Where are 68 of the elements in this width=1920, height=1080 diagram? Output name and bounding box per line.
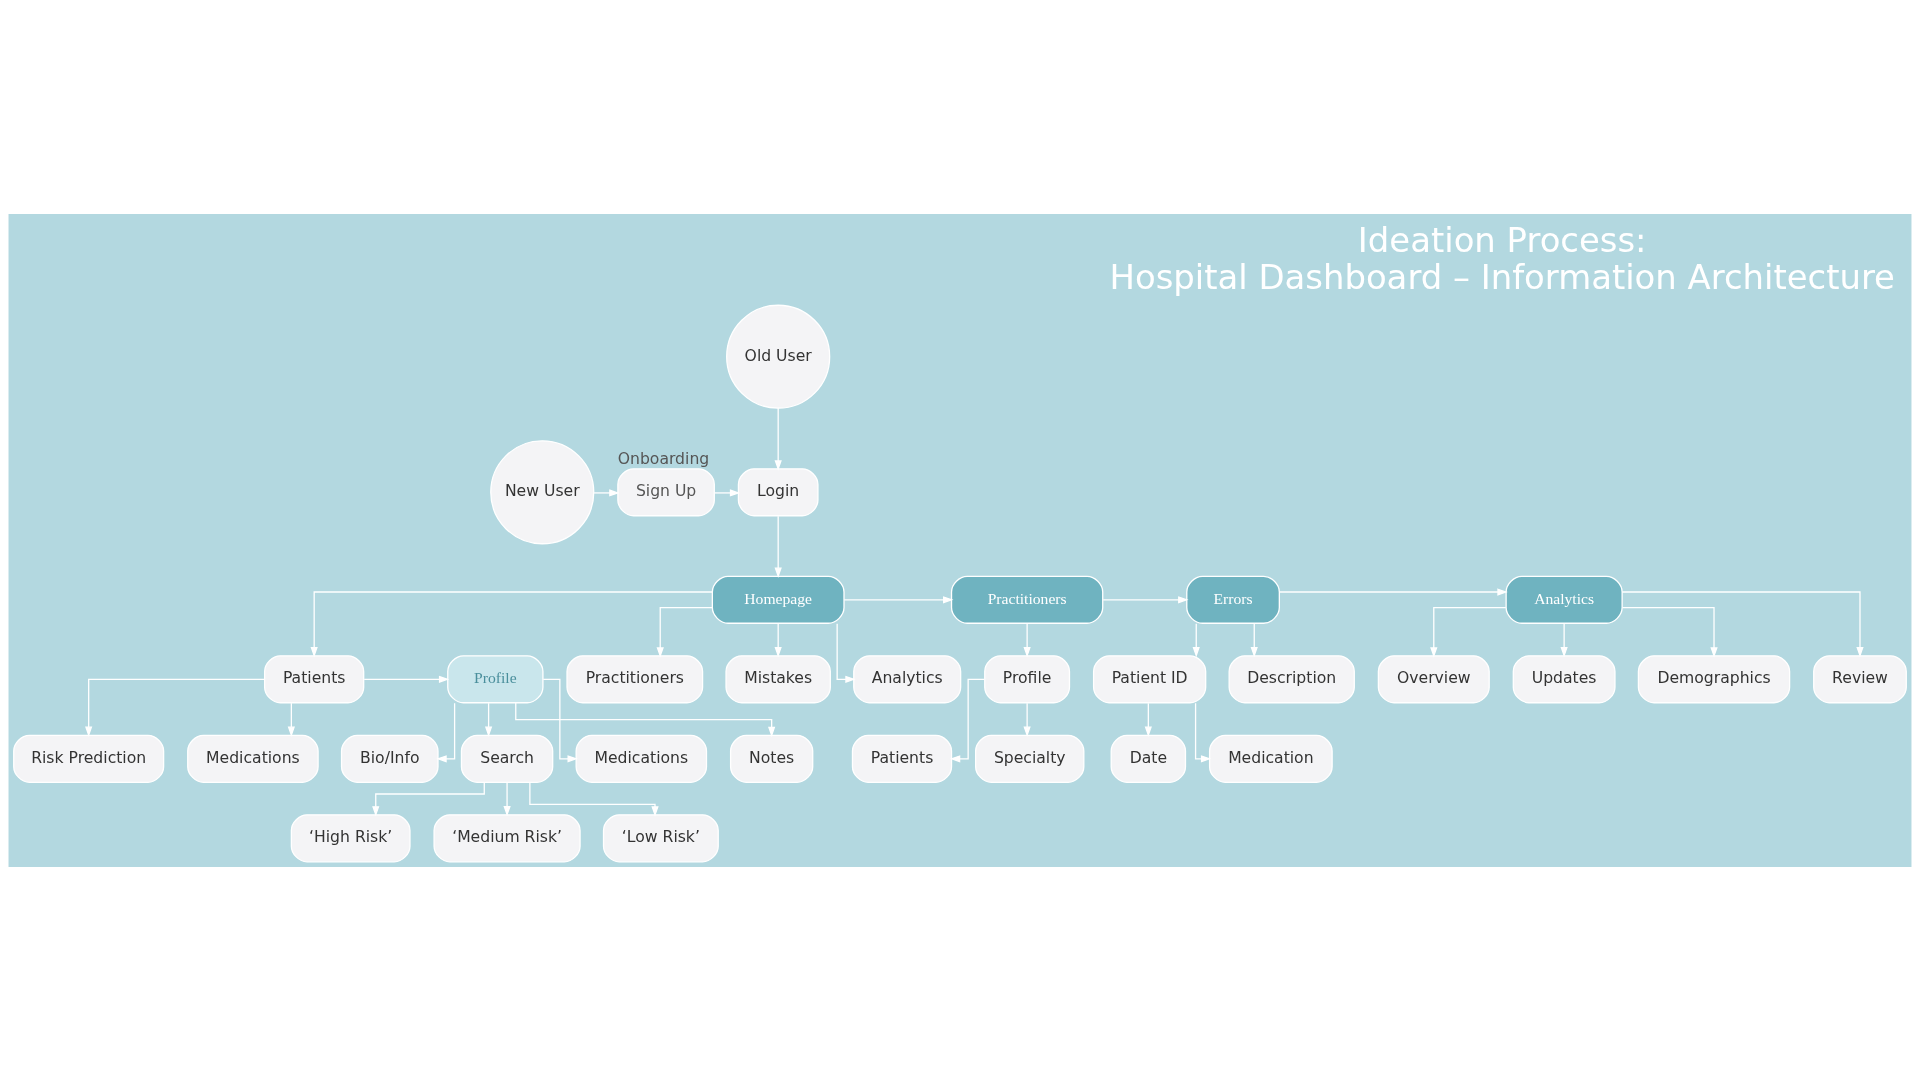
arrow — [1023, 702, 1031, 737]
arrow — [310, 590, 713, 657]
node-box: Patient ID — [1092, 654, 1207, 703]
arrow — [949, 678, 985, 762]
arrow — [436, 702, 456, 762]
node-box: ‘High Risk’ — [290, 813, 411, 862]
arrow — [542, 678, 578, 762]
node-box: Sign Up — [617, 467, 715, 516]
arrow — [593, 488, 620, 497]
arrow — [1144, 702, 1152, 737]
arrow — [774, 515, 782, 578]
node-box: Bio/Info — [340, 734, 439, 783]
arrow — [1560, 622, 1568, 657]
arrow — [1250, 622, 1258, 657]
arrow — [1102, 595, 1189, 603]
node-box: Description — [1228, 654, 1355, 703]
node-box: Practitioners — [566, 654, 704, 703]
arrow — [372, 781, 485, 817]
node-box: Patients — [264, 654, 365, 703]
node-box: Overview — [1377, 654, 1490, 703]
arrow — [1278, 587, 1508, 596]
node-box: Patients — [851, 734, 953, 783]
node-box: Medications — [575, 734, 708, 783]
node-box: Mistakes — [725, 654, 831, 703]
arrow — [774, 622, 782, 657]
arrow — [774, 407, 782, 471]
arrow — [363, 675, 450, 683]
arrow — [1023, 622, 1031, 657]
node-box: Review — [1813, 654, 1907, 703]
node-box: ‘Medium Risk’ — [433, 813, 581, 862]
node-box: Updates — [1512, 654, 1616, 703]
caption: Hospital Dashboard – Information Architecture — [1109, 257, 1895, 297]
arrow — [843, 595, 954, 603]
arrow — [503, 781, 511, 816]
node-box: Profile — [447, 654, 544, 703]
arrow — [1430, 606, 1507, 658]
node-box: Medication — [1208, 734, 1333, 783]
node-box: Homepage — [711, 575, 845, 624]
node-circle: Old User — [726, 304, 831, 409]
arrow — [85, 678, 265, 737]
node-box: Login — [737, 467, 819, 516]
node-box: Medications — [187, 734, 319, 783]
arrow — [515, 701, 776, 737]
arrow — [1621, 590, 1864, 657]
node-box: ‘Low Risk’ — [602, 813, 719, 862]
node-box: Errors — [1186, 575, 1280, 624]
arrow — [1621, 606, 1718, 658]
arrow — [713, 488, 741, 497]
arrow — [1194, 702, 1212, 762]
node-box: Search — [460, 734, 554, 783]
node-box: Analytics — [853, 654, 962, 703]
arrow — [1192, 622, 1200, 657]
node-box: Date — [1110, 734, 1187, 783]
node-circle: New User — [490, 439, 595, 544]
node-box: Demographics — [1637, 654, 1791, 703]
arrow — [287, 702, 295, 737]
arrow — [836, 622, 856, 683]
node-label: Onboarding — [617, 448, 710, 468]
arrow — [484, 702, 493, 737]
arrow — [656, 606, 713, 658]
node-box: Practitioners — [950, 575, 1104, 624]
node-box: Notes — [729, 734, 814, 783]
diagram-title: Ideation Process: — [1357, 220, 1647, 260]
node-box: Specialty — [975, 734, 1085, 783]
arrow — [529, 781, 659, 817]
node-box: Profile — [984, 654, 1071, 703]
node-box: Risk Prediction — [13, 734, 165, 783]
node-box: Analytics — [1505, 575, 1623, 624]
